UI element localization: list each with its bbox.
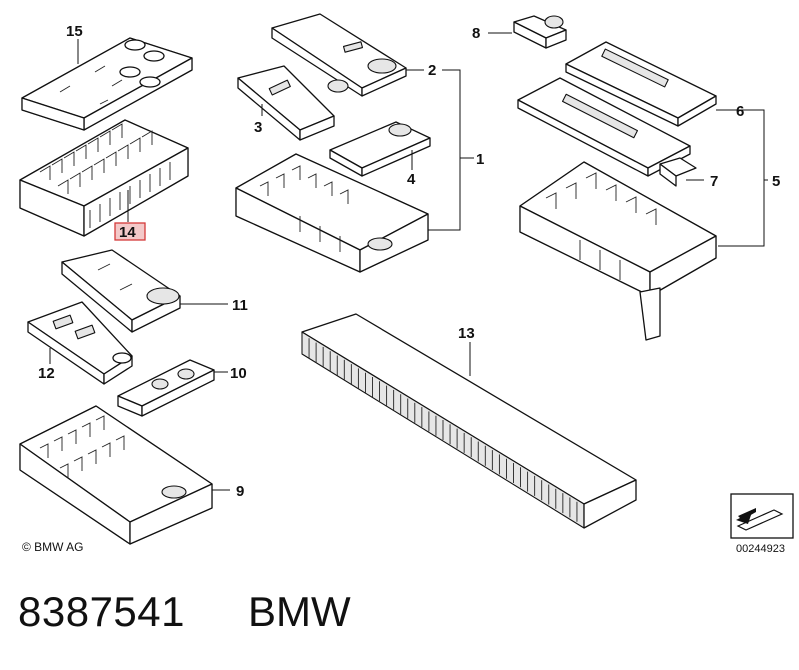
copyright-label: © BMW AG: [22, 540, 84, 554]
part-2-cover: [271, 13, 407, 97]
part-14-fuse-carrier: [19, 119, 189, 237]
callout-7: 7: [710, 173, 718, 190]
part-number: 8387541: [18, 588, 186, 635]
callout-13: 13: [458, 325, 475, 342]
callout-10: 10: [230, 365, 247, 382]
part-5-housing: [519, 161, 717, 341]
part-6-plates: [517, 41, 717, 177]
part-11-cover: [61, 249, 181, 333]
direction-arrow-icon: [730, 493, 794, 539]
callout-12: 12: [38, 365, 55, 382]
callout-2: 2: [428, 62, 436, 79]
part-7-clip: [659, 157, 697, 187]
part-10-holder: [117, 359, 215, 417]
callout-3: 3: [254, 119, 262, 136]
part-4-bracket: [329, 121, 431, 177]
callout-15: 15: [66, 23, 83, 40]
part-9-fuse-box: [19, 405, 213, 545]
part-13-fuse-strip: [301, 313, 637, 529]
callout-4: 4: [407, 171, 416, 188]
callout-5: 5: [772, 173, 780, 190]
part-8-clip: [513, 15, 567, 49]
callout-1: 1: [476, 151, 484, 168]
part-3-plate: [237, 65, 335, 141]
part-12-contact-plate: [27, 301, 133, 385]
callout-14: 14: [119, 224, 136, 241]
part-1-housing: [235, 153, 429, 273]
reference-code: 00244923: [736, 543, 785, 555]
callout-11: 11: [232, 297, 248, 314]
callout-8: 8: [472, 25, 480, 42]
part-15-cover: [21, 37, 193, 131]
part-14-highlight-box: [114, 222, 146, 241]
brand-name: BMW: [248, 588, 351, 635]
callout-6: 6: [736, 103, 744, 120]
callout-9: 9: [236, 483, 244, 500]
